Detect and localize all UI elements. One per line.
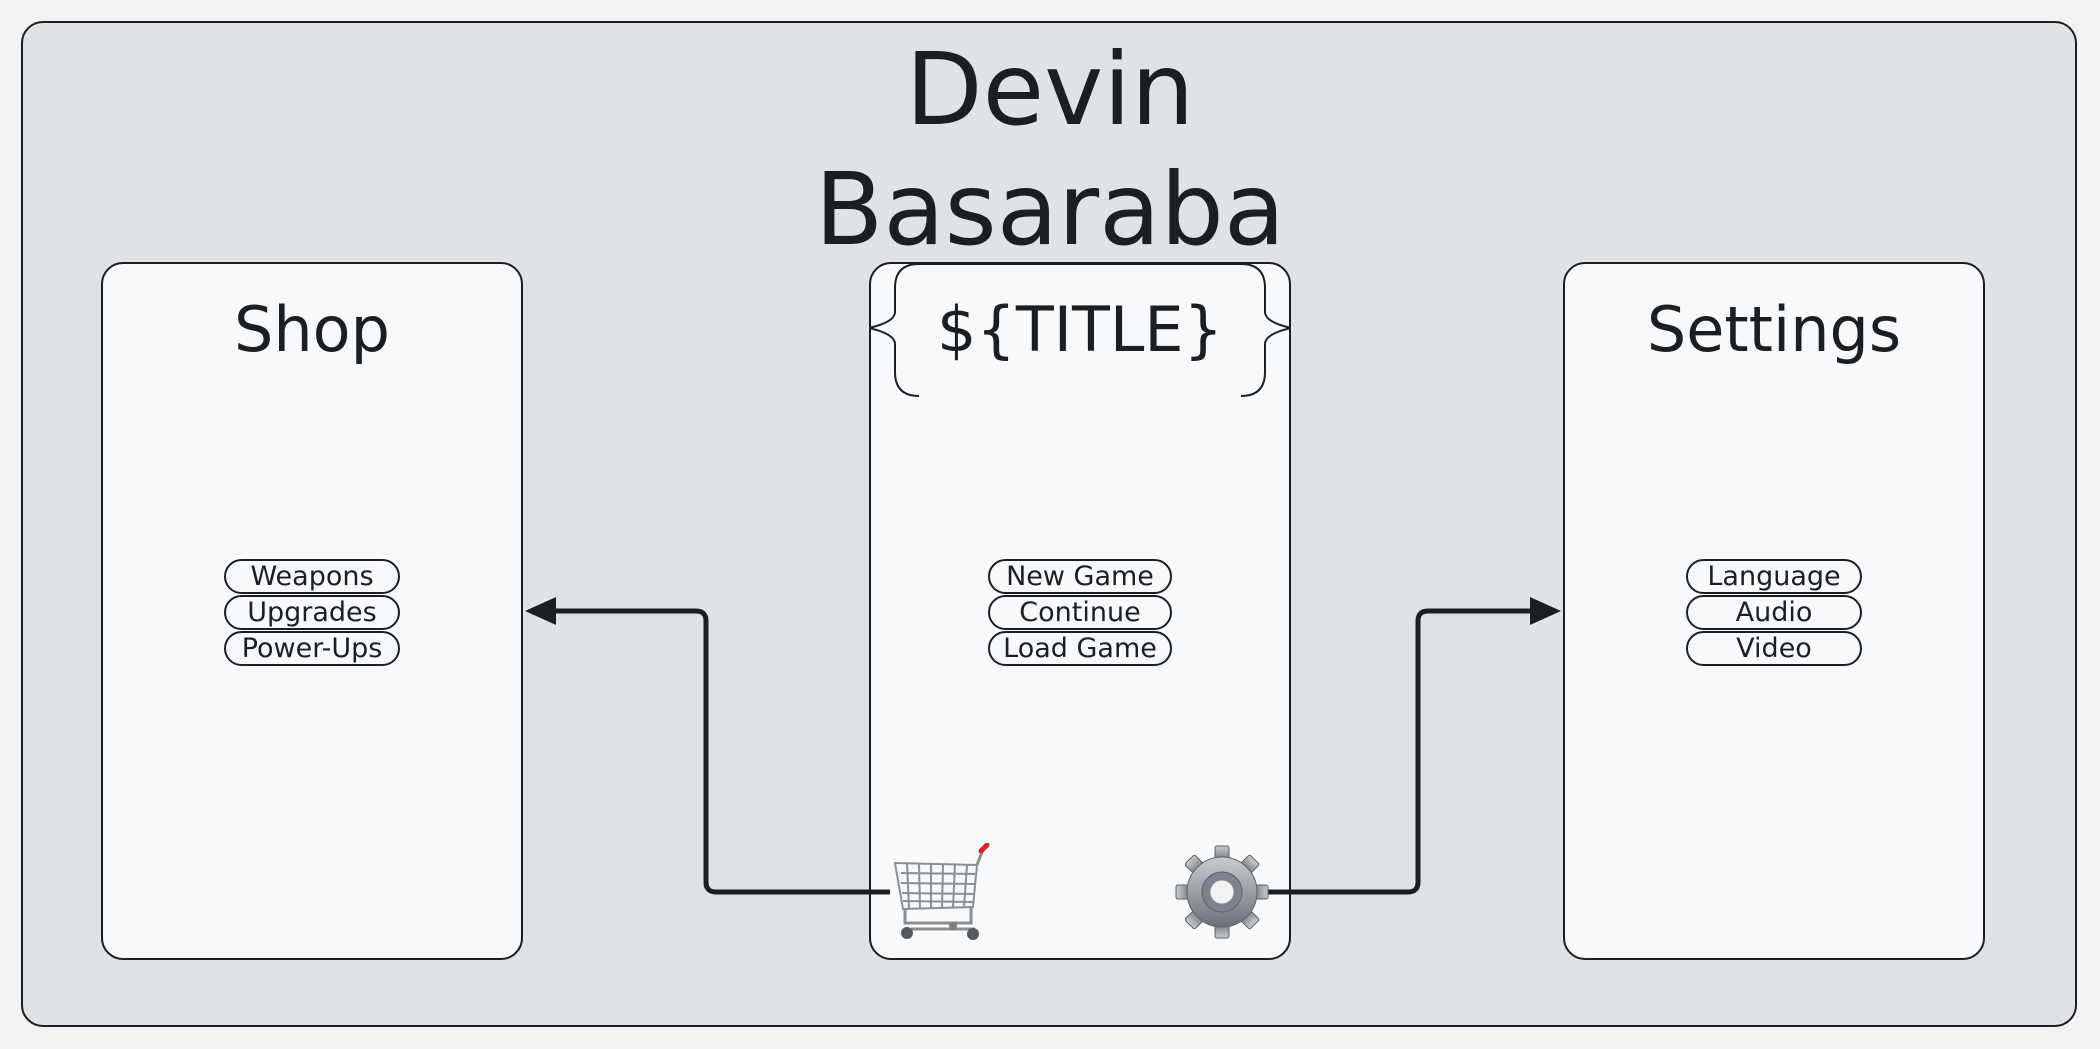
weapons-button[interactable]: Weapons <box>224 559 400 594</box>
main-menu: New Game Continue Load Game <box>871 559 1289 667</box>
new-game-button[interactable]: New Game <box>988 559 1172 594</box>
arrowhead-shop <box>525 597 556 625</box>
settings-title: Settings <box>1646 293 1902 366</box>
shop-screen: Shop Weapons Upgrades Power-Ups <box>101 262 523 960</box>
gear-icon[interactable] <box>1175 845 1269 939</box>
load-game-button[interactable]: Load Game <box>988 631 1172 666</box>
title-brace-decoration <box>869 263 1291 397</box>
arrowhead-settings <box>1530 597 1561 625</box>
language-button[interactable]: Language <box>1686 559 1862 594</box>
power-ups-button[interactable]: Power-Ups <box>224 631 400 666</box>
video-button[interactable]: Video <box>1686 631 1862 666</box>
shop-title: Shop <box>234 293 390 366</box>
author-name: Devin Basaraba <box>814 31 1286 268</box>
arrow-to-shop <box>548 608 890 895</box>
upgrades-button[interactable]: Upgrades <box>224 595 400 630</box>
shop-menu: Weapons Upgrades Power-Ups <box>103 559 521 667</box>
arrow-to-settings <box>1266 608 1538 895</box>
shopping-cart-icon[interactable] <box>891 843 991 943</box>
continue-button[interactable]: Continue <box>988 595 1172 630</box>
main-menu-screen: ${TITLE} New Game Continue Load Game <box>869 262 1291 960</box>
audio-button[interactable]: Audio <box>1686 595 1862 630</box>
settings-screen: Settings Language Audio Video <box>1563 262 1985 960</box>
game-title: ${TITLE} <box>936 293 1224 366</box>
settings-menu: Language Audio Video <box>1565 559 1983 667</box>
